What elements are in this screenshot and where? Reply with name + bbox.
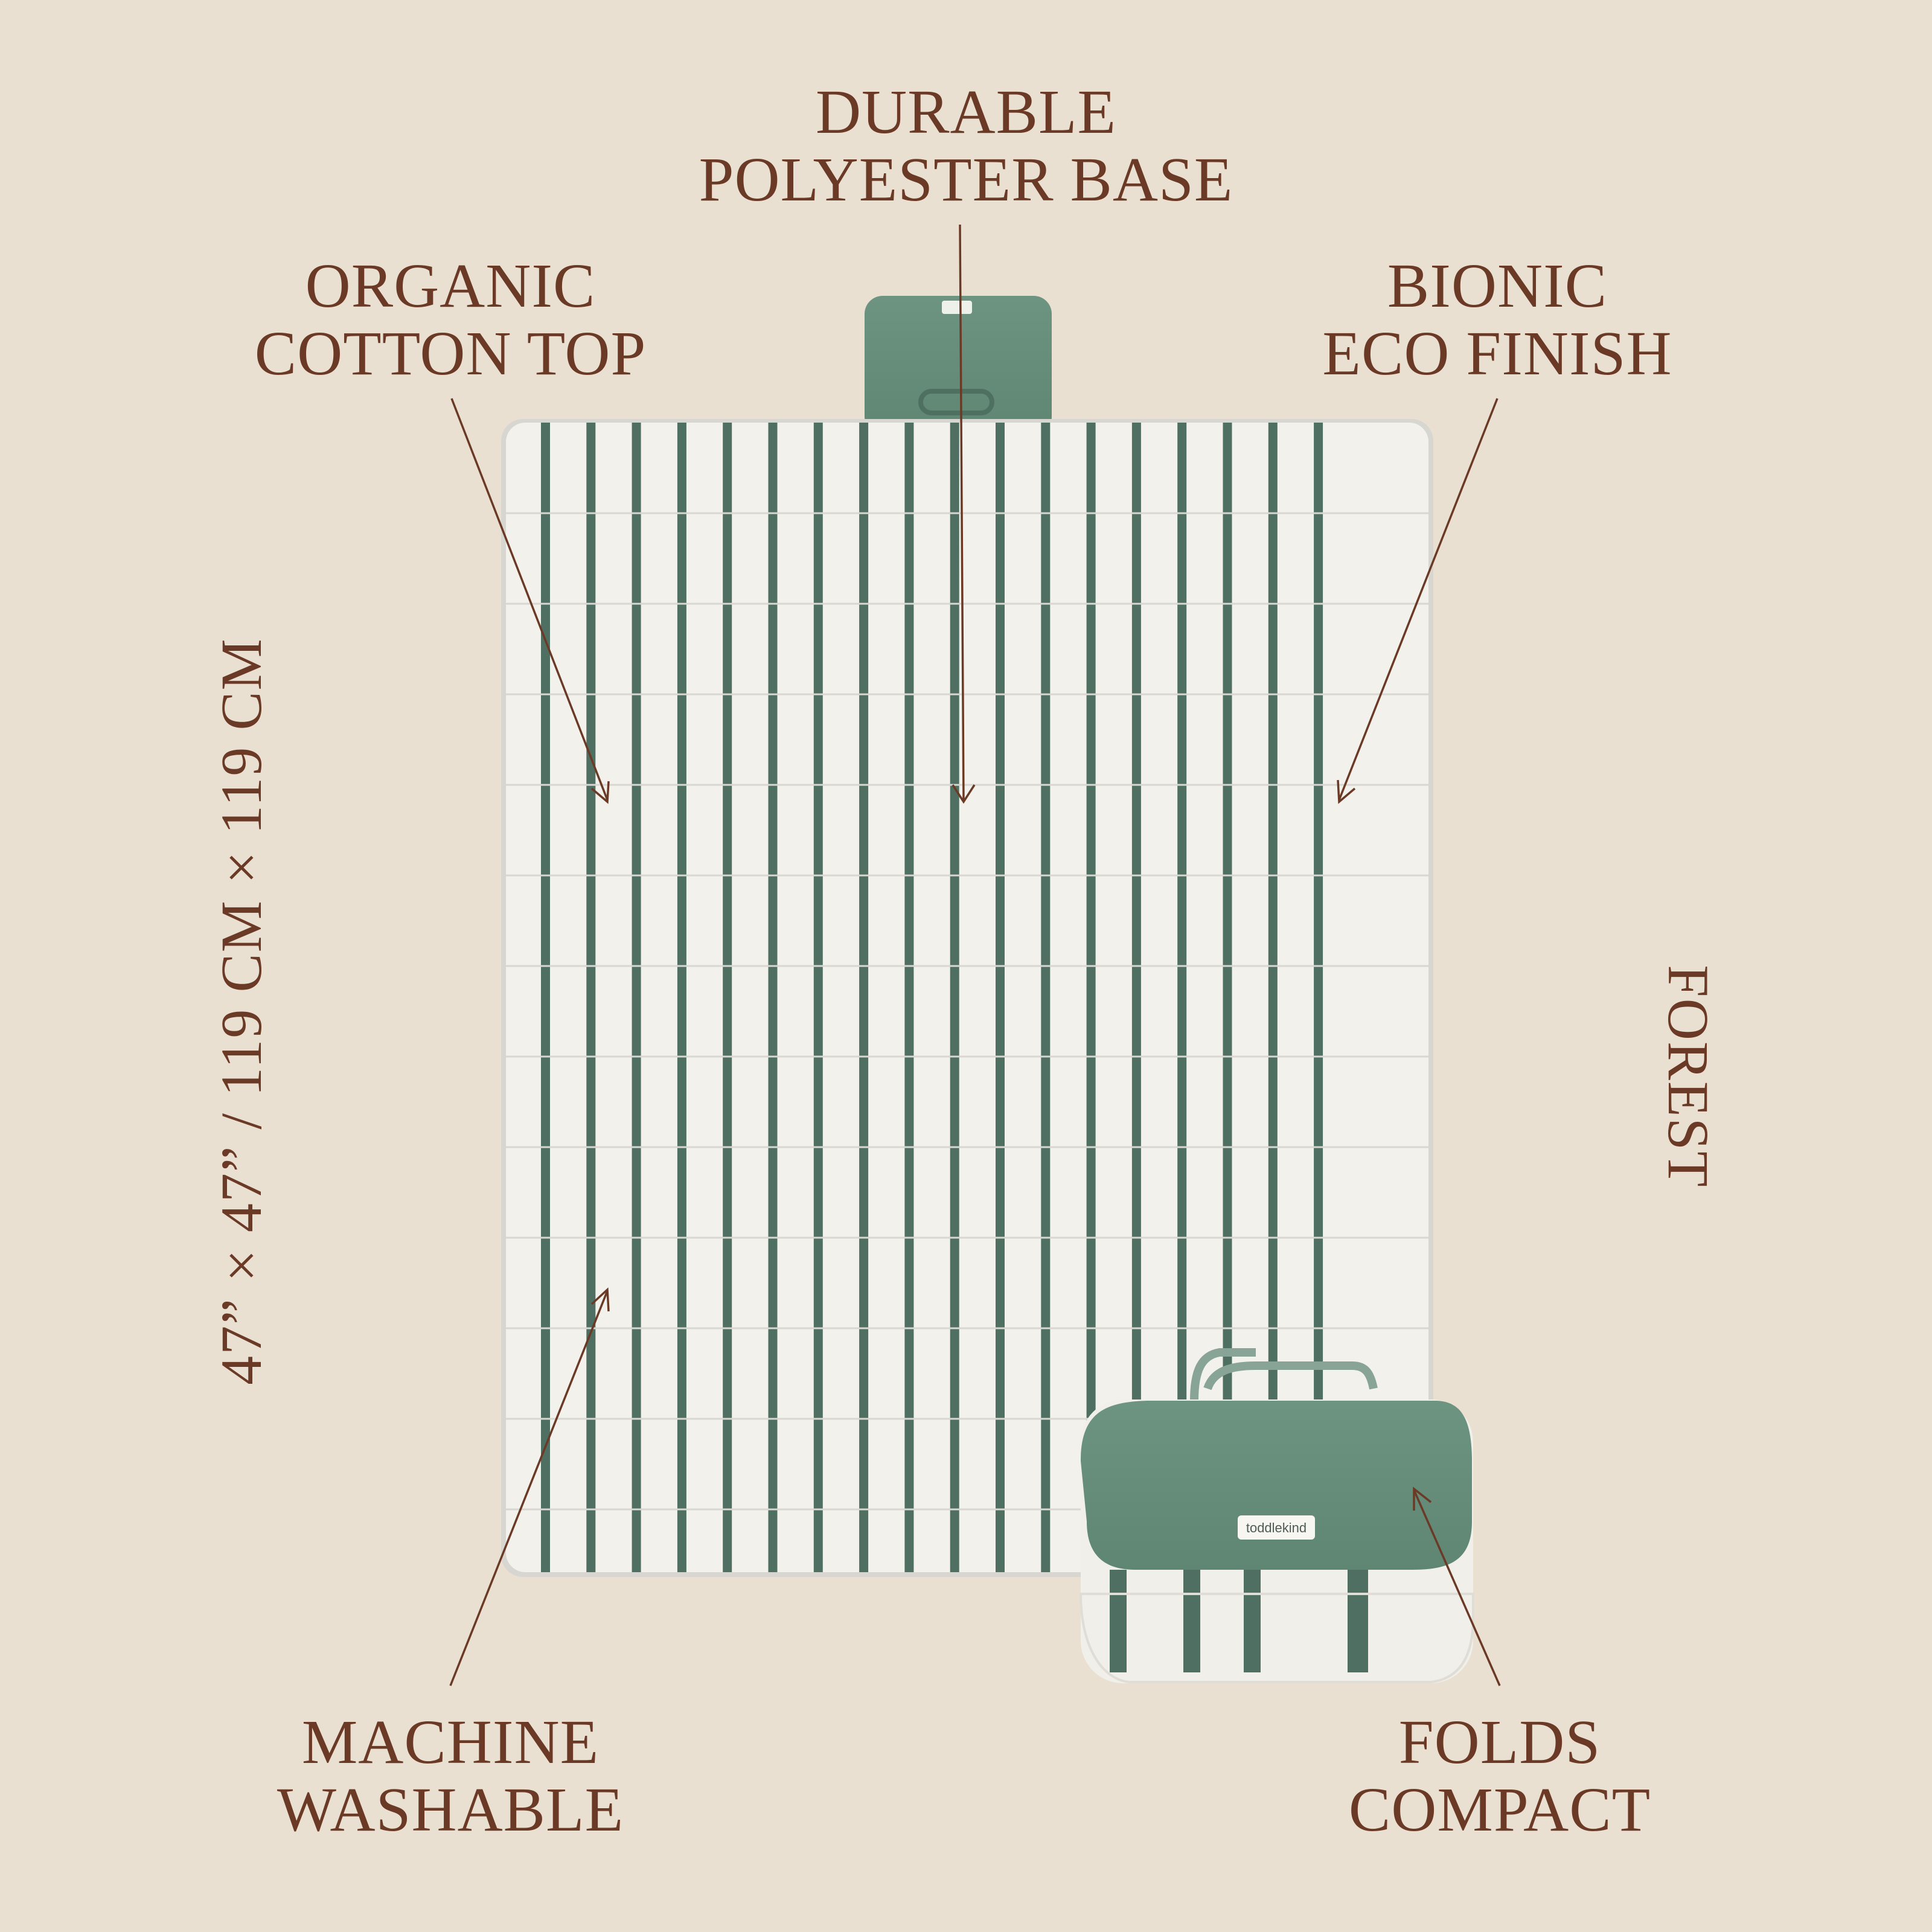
mat-stripe: [586, 423, 596, 1572]
mat-stripe: [632, 423, 641, 1572]
mat-stripe: [768, 423, 778, 1572]
feature-folds-compact: FOLDS COMPACT: [1349, 1709, 1651, 1844]
mat-stripe: [859, 423, 869, 1572]
mat-stripes: [541, 423, 1323, 1572]
rolled-stripe: [1244, 1570, 1261, 1672]
rolled-strap: [1203, 1361, 1378, 1390]
arrow-folds: [1413, 1489, 1501, 1686]
brand-tag-text: toddlekind: [1246, 1520, 1307, 1535]
arrowhead-icon: [590, 1287, 610, 1312]
feature-machine-washable: MACHINE WASHABLE: [277, 1709, 624, 1844]
feature-organic-cotton-top: ORGANIC COTTON TOP: [255, 252, 647, 388]
rolled-stripe: [1183, 1570, 1200, 1672]
mat-stripe: [1268, 423, 1278, 1572]
mat-stripe: [677, 423, 686, 1572]
arrow-bionic: [1338, 398, 1499, 801]
mat-stripe: [541, 423, 550, 1572]
rolled-stripe: [1110, 1570, 1127, 1672]
mat-stripe: [1086, 423, 1096, 1572]
rolled-edge: [1079, 1593, 1474, 1683]
flap-brand-tag: [942, 301, 972, 314]
mat-stripe: [1314, 423, 1323, 1572]
mat-stripe: [950, 423, 959, 1572]
mat-stripe: [1041, 423, 1051, 1572]
mat-stripe: [813, 423, 823, 1572]
rolled-mat: toddlekind: [1079, 1348, 1474, 1683]
callout-arrows: [449, 224, 1501, 1686]
feature-durable-polyester-base: DURABLE POLYESTER BASE: [699, 78, 1233, 214]
picnic-mat: [501, 419, 1433, 1577]
arrow-machine: [449, 1290, 609, 1686]
feature-line: COMPACT: [1348, 1775, 1651, 1844]
mat-stripe: [1131, 423, 1141, 1572]
feature-bionic-eco-finish: BIONIC ECO FINISH: [1322, 252, 1672, 388]
flap-handle: [918, 389, 994, 415]
arrowhead-icon: [952, 784, 976, 804]
mat-top-flap: [865, 296, 1052, 435]
mat-stripe: [996, 423, 1005, 1572]
arrow-durable: [959, 224, 965, 801]
feature-line: WASHABLE: [277, 1775, 624, 1844]
arrowhead-icon: [590, 781, 610, 804]
feature-line: FOLDS: [1398, 1707, 1601, 1777]
arrow-organic: [450, 398, 609, 801]
feature-line: POLYESTER BASE: [699, 145, 1233, 214]
mat-stripe: [1223, 423, 1232, 1572]
mat-stripe: [723, 423, 732, 1572]
rolled-flap: [1081, 1401, 1472, 1570]
rolled-stripe: [1348, 1570, 1368, 1672]
feature-line: DURABLE: [815, 77, 1117, 147]
rolled-handle: [1190, 1348, 1256, 1401]
feature-line: COTTON TOP: [254, 319, 647, 388]
rolled-stripes: [1079, 1570, 1474, 1683]
arrowhead-icon: [1337, 779, 1356, 804]
feature-line: ECO FINISH: [1322, 319, 1672, 388]
arrowhead-icon: [1413, 1486, 1432, 1511]
mat-stripe: [904, 423, 914, 1572]
feature-line: MACHINE: [301, 1707, 600, 1777]
feature-line: ORGANIC: [305, 251, 596, 321]
feature-line: BIONIC: [1387, 251, 1608, 321]
rolled-brand-tag: [1238, 1515, 1315, 1540]
mat-stripe: [1177, 423, 1187, 1572]
